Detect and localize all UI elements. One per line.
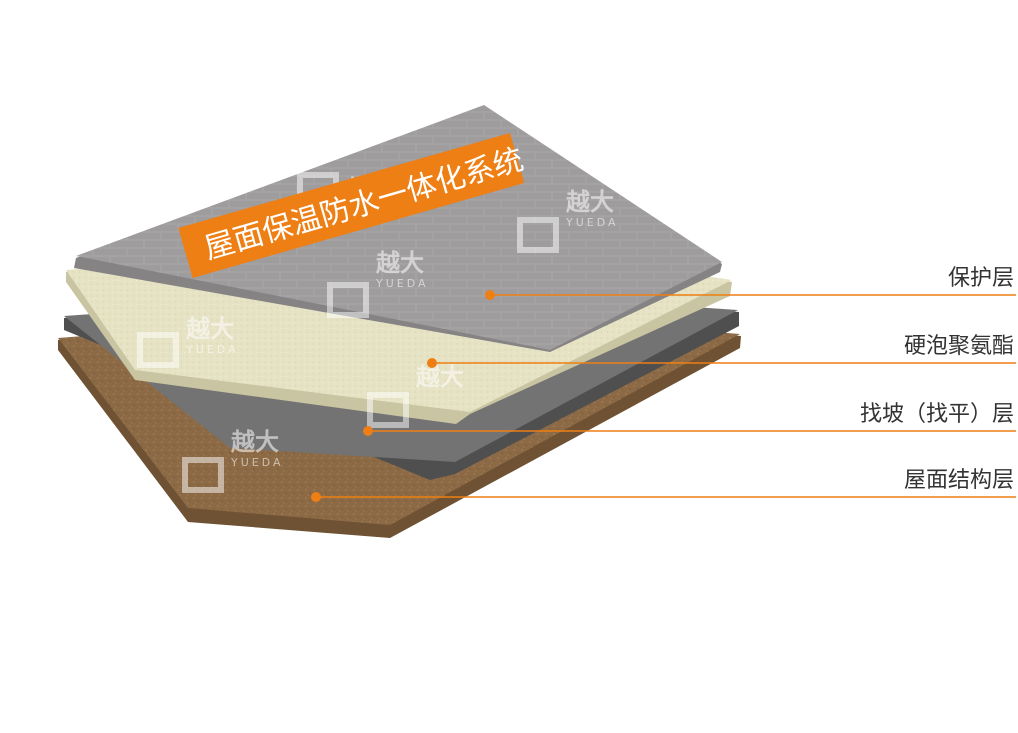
protection-layer <box>74 105 722 352</box>
callout-foam: 硬泡聚氨酯 <box>427 334 1016 368</box>
svg-text:YUEDA: YUEDA <box>185 343 239 356</box>
callout-structure: 屋面结构层 <box>311 468 1016 502</box>
callout-slope: 找坡（找平）层 <box>363 402 1016 436</box>
svg-text:YUEDA: YUEDA <box>230 456 284 469</box>
label-structure: 屋面结构层 <box>904 468 1014 493</box>
callouts: 保护层 硬泡聚氨酯 找坡（找平）层 屋面结构层 <box>311 266 1016 502</box>
label-foam: 硬泡聚氨酯 <box>904 334 1014 359</box>
svg-text:越大: 越大 <box>376 249 424 277</box>
svg-text:越大: 越大 <box>186 315 234 343</box>
callout-protection: 保护层 <box>485 266 1016 300</box>
svg-text:越大: 越大 <box>416 363 464 391</box>
svg-text:YUEDA: YUEDA <box>375 277 429 290</box>
label-protection: 保护层 <box>948 266 1014 291</box>
svg-text:越大: 越大 <box>231 428 279 456</box>
svg-text:越大: 越大 <box>566 188 614 216</box>
watermark-logo-icon: 越大 <box>367 363 464 428</box>
label-slope: 找坡（找平）层 <box>860 402 1014 427</box>
svg-text:YUEDA: YUEDA <box>565 216 619 229</box>
